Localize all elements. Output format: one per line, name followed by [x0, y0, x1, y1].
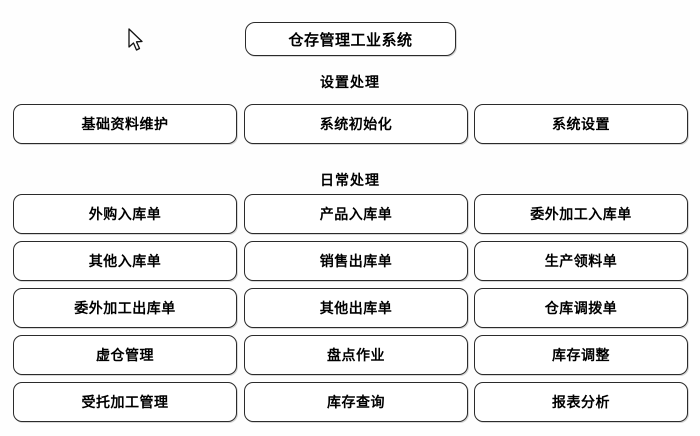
menu-button-purchase-inbound-order[interactable]: 外购入库单	[13, 194, 237, 234]
menu-button-other-inbound-order[interactable]: 其他入库单	[13, 241, 237, 281]
menu-button-production-material-requisition[interactable]: 生产领料单	[474, 241, 688, 281]
section-caption-setup: 设置处理	[320, 75, 380, 91]
menu-button-subcontract-outbound-order[interactable]: 委外加工出库单	[13, 288, 237, 328]
menu-button-stocktaking-operation[interactable]: 盘点作业	[244, 335, 468, 375]
menu-button-product-inbound-order[interactable]: 产品入库单	[244, 194, 468, 234]
menu-button-virtual-warehouse-management[interactable]: 虚仓管理	[13, 335, 237, 375]
menu-button-system-settings[interactable]: 系统设置	[474, 104, 688, 144]
menu-button-report-analysis[interactable]: 报表分析	[474, 382, 688, 422]
menu-button-inventory-adjustment[interactable]: 库存调整	[474, 335, 688, 375]
menu-button-subcontract-inbound-order[interactable]: 委外加工入库单	[474, 194, 688, 234]
menu-button-entrusted-processing-management[interactable]: 受托加工管理	[13, 382, 237, 422]
menu-button-system-initialization[interactable]: 系统初始化	[244, 104, 468, 144]
system-title-button[interactable]: 仓存管理工业系统	[245, 22, 456, 56]
menu-button-other-outbound-order[interactable]: 其他出库单	[244, 288, 468, 328]
menu-button-basic-data-maintenance[interactable]: 基础资料维护	[13, 104, 237, 144]
menu-button-warehouse-transfer-order[interactable]: 仓库调拨单	[474, 288, 688, 328]
menu-button-sales-outbound-order[interactable]: 销售出库单	[244, 241, 468, 281]
menu-button-inventory-query[interactable]: 库存查询	[244, 382, 468, 422]
section-caption-daily: 日常处理	[320, 173, 380, 189]
arrow-pointer-icon	[128, 28, 143, 51]
